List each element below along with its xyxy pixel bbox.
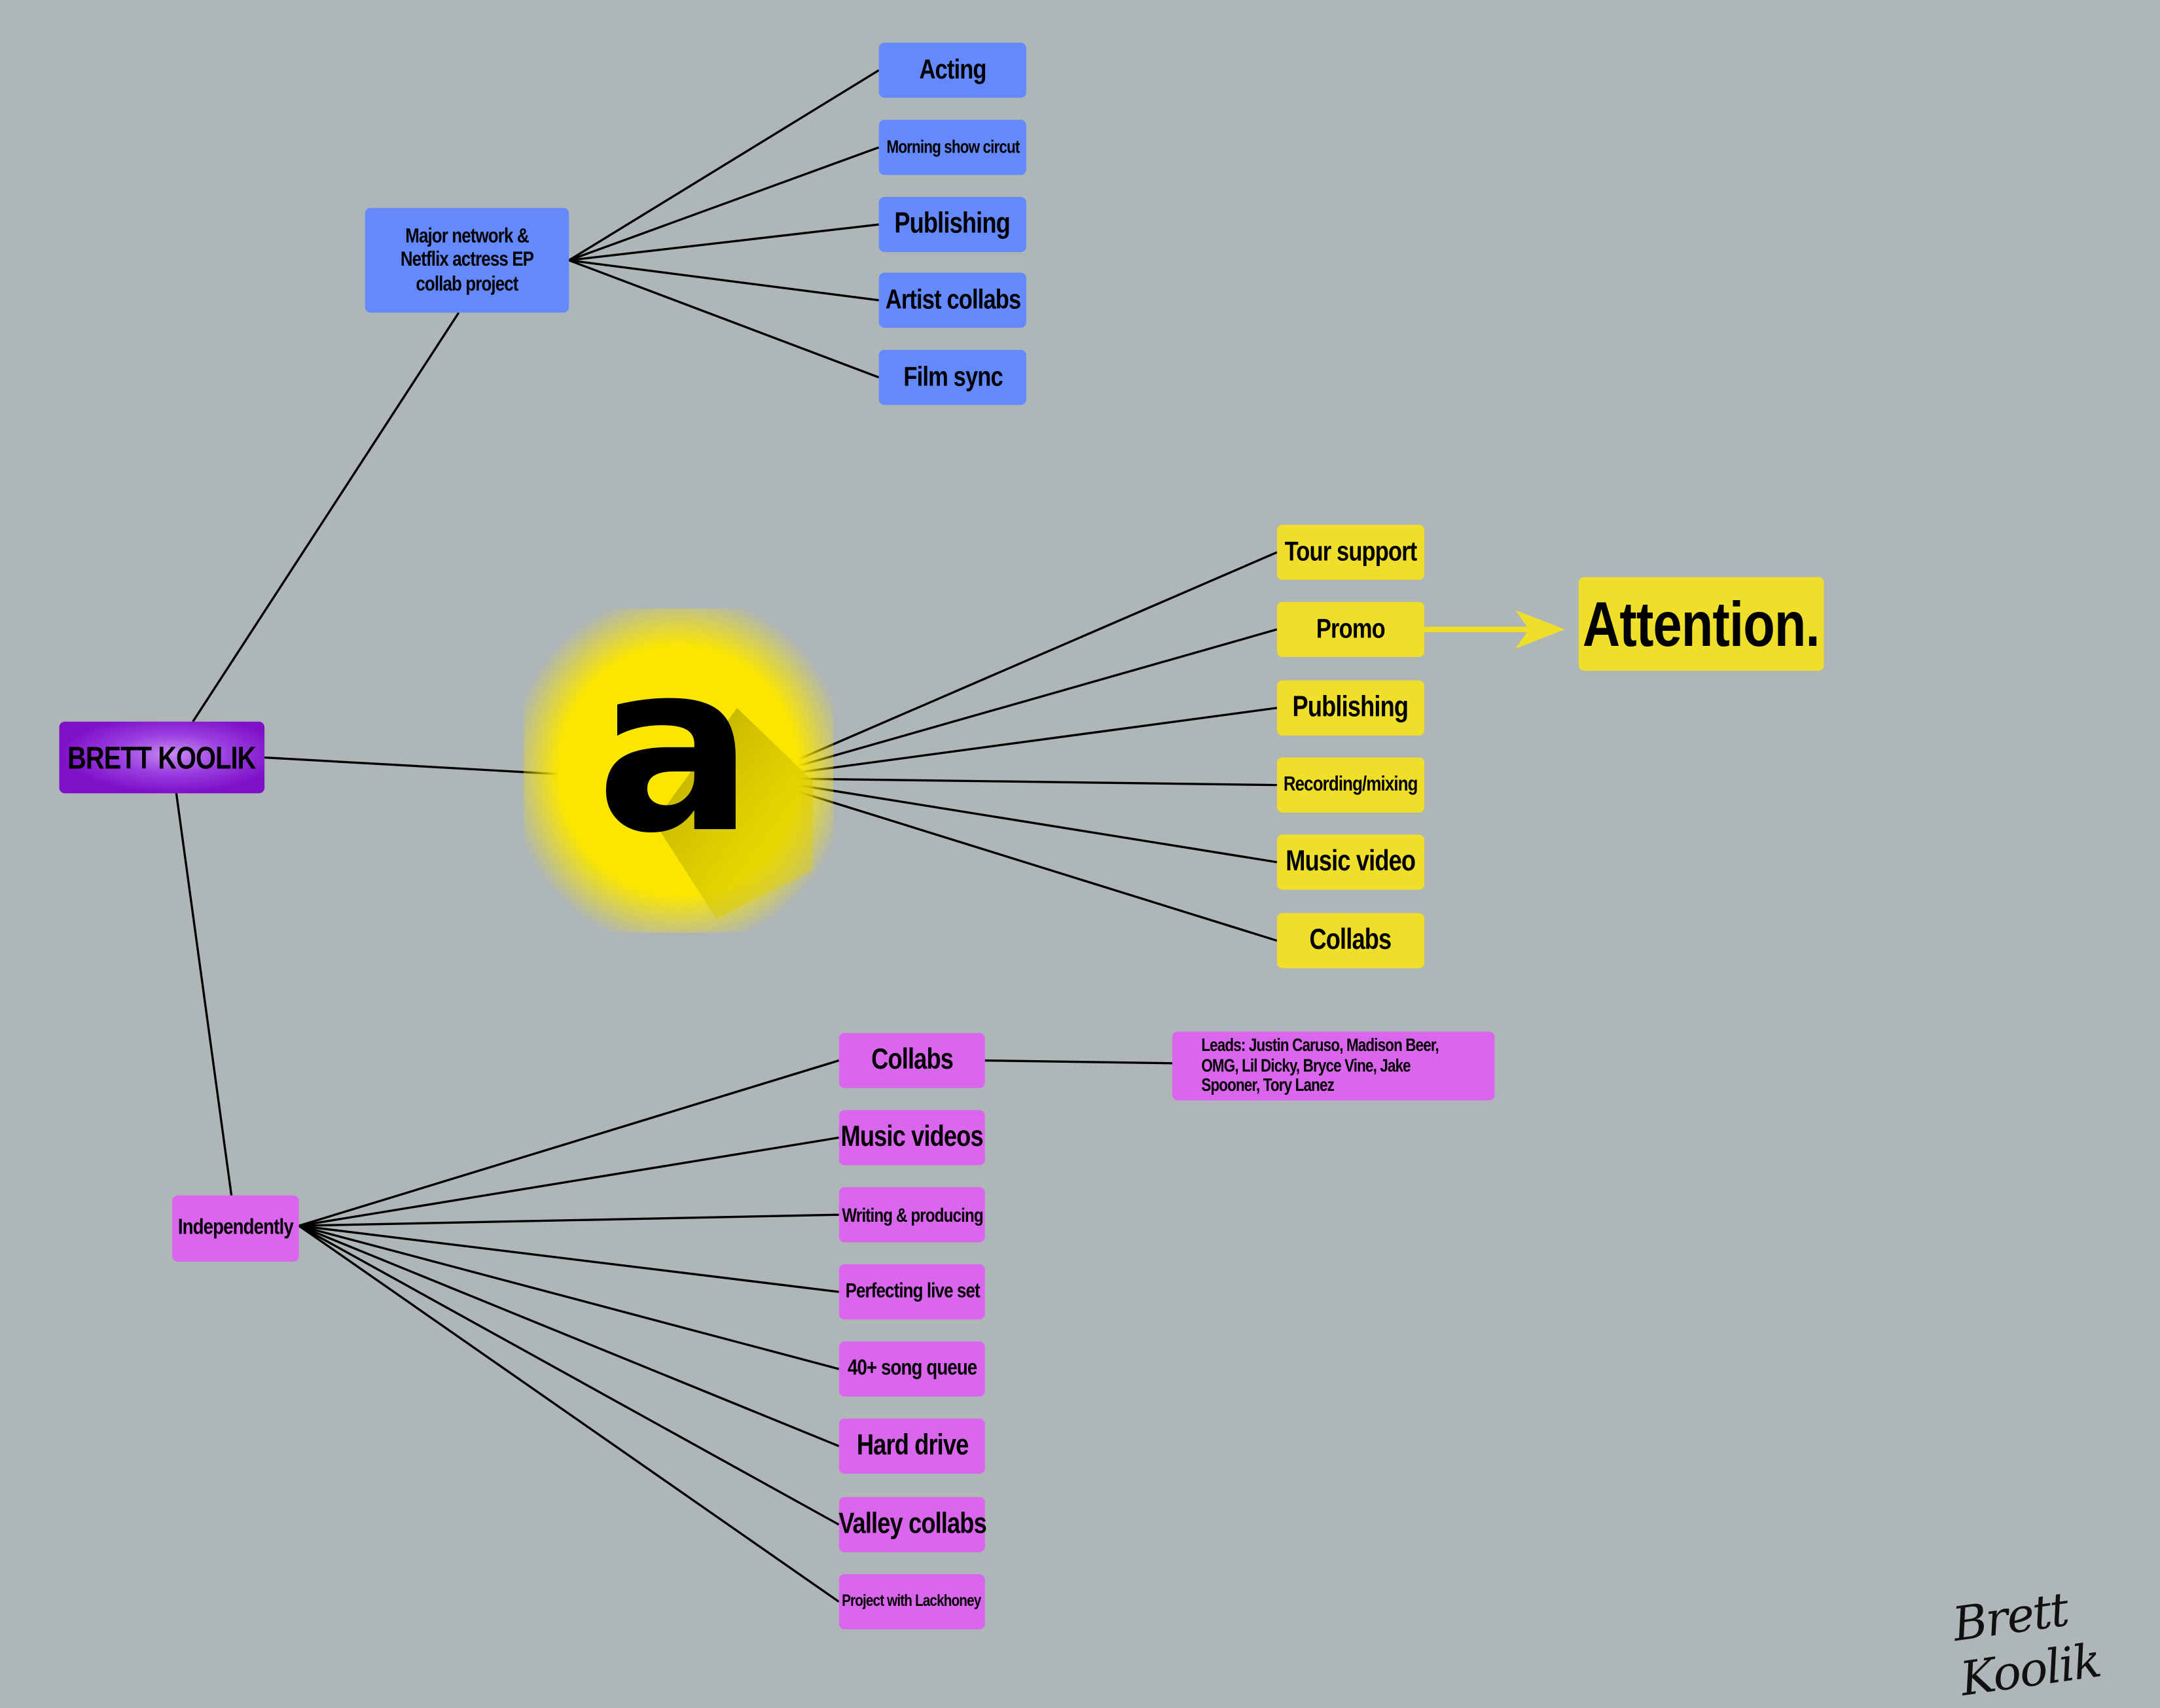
root-node[interactable]: BRETT KOOLIK [59, 721, 265, 794]
connector-independent-item [298, 1224, 840, 1603]
connector-network-item [568, 146, 880, 262]
network-item-2-label: Publishing [895, 207, 1011, 240]
connector-label-item [754, 551, 1278, 779]
logo-letter: a [596, 613, 754, 885]
connector-independent-item [298, 1059, 840, 1227]
label-item-4[interactable]: Music video [1276, 834, 1425, 890]
leads-node-label: Leads: Justin Caruso, Madison Beer, OMG,… [1201, 1033, 1439, 1096]
connector-root-label [264, 756, 558, 775]
independent-item-6-label: Valley collabs [838, 1508, 986, 1540]
connector-independent-item [298, 1136, 839, 1227]
network-item-2[interactable]: Publishing [878, 196, 1026, 253]
connector-label-item [754, 777, 1278, 942]
leads-node[interactable]: Leads: Justin Caruso, Madison Beer, OMG,… [1172, 1031, 1495, 1101]
label-item-1-label: Promo [1316, 613, 1386, 644]
network-item-0-label: Acting [919, 54, 986, 85]
arrow-head-icon [1515, 610, 1565, 649]
connector-label-item [754, 628, 1278, 779]
label-item-5-label: Collabs [1310, 924, 1392, 956]
independent-item-7-label: Project with Lackhoney [842, 1591, 982, 1610]
independent-item-7[interactable]: Project with Lackhoney [838, 1574, 985, 1629]
network-item-1-label: Morning show circut [886, 135, 1020, 156]
label-item-5[interactable]: Collabs [1276, 913, 1425, 969]
independent-item-4-label: 40+ song queue [847, 1356, 977, 1380]
label-item-2-label: Publishing [1293, 691, 1409, 723]
label-item-0-label: Tour support [1284, 536, 1418, 567]
connector-network-item [568, 259, 880, 379]
connector-independent-item [298, 1224, 839, 1293]
network-item-1[interactable]: Morning show circut [878, 120, 1026, 175]
label-item-3[interactable]: Recording/mixing [1276, 757, 1425, 813]
label-item-1[interactable]: Promo [1276, 601, 1425, 657]
independent-node-label: Independently [177, 1215, 294, 1239]
independent-item-2-label: Writing & producing [841, 1203, 983, 1226]
connector-independent-item [298, 1224, 840, 1370]
network-item-0[interactable]: Acting [878, 43, 1026, 98]
attention-node[interactable]: Attention. [1578, 577, 1824, 671]
independent-node[interactable]: Independently [172, 1195, 299, 1262]
connector-network-item [569, 223, 879, 262]
connector-independent-item [298, 1224, 840, 1448]
network-item-3[interactable]: Artist collabs [878, 272, 1026, 328]
independent-item-2[interactable]: Writing & producing [838, 1187, 985, 1243]
network-node[interactable]: Major network & Netflix actress EP colla… [365, 207, 569, 313]
connector-network-item [568, 69, 880, 262]
independent-item-5-label: Hard drive [855, 1429, 968, 1461]
network-item-4[interactable]: Film sync [878, 349, 1026, 405]
label-item-4-label: Music video [1286, 845, 1416, 878]
attention-node-label: Attention. [1583, 587, 1820, 660]
label-item-2[interactable]: Publishing [1276, 680, 1425, 736]
independent-item-0-label: Collabs [871, 1044, 954, 1076]
connector-lines [175, 69, 1565, 1603]
independent-item-1[interactable]: Music videos [838, 1110, 985, 1165]
independent-item-1-label: Music videos [840, 1120, 984, 1153]
network-item-3-label: Artist collabs [885, 284, 1020, 315]
logo-shadow [654, 707, 813, 919]
network-node-label: Major network & Netflix actress EP colla… [400, 224, 534, 296]
connector-label-item [755, 707, 1278, 779]
connector-label-item [755, 777, 1278, 864]
connector-network-item [568, 259, 879, 302]
label-logo: a [523, 609, 834, 933]
independent-item-6[interactable]: Valley collabs [838, 1497, 986, 1552]
connector-independent-item [298, 1224, 840, 1526]
independent-item-0[interactable]: Collabs [838, 1033, 985, 1088]
label-item-3-label: Recording/mixing [1284, 773, 1418, 797]
connector-collabs-leads [984, 1059, 1173, 1065]
connector-root-network [192, 311, 460, 722]
connector-independent-item [298, 1213, 839, 1227]
independent-item-3-label: Perfecting live set [844, 1279, 980, 1304]
root-node-label: BRETT KOOLIK [67, 739, 257, 775]
independent-item-3[interactable]: Perfecting live set [838, 1264, 985, 1320]
connector-label-item [755, 777, 1277, 787]
label-item-0[interactable]: Tour support [1276, 524, 1425, 580]
independent-item-5[interactable]: Hard drive [838, 1418, 985, 1474]
independent-item-4[interactable]: 40+ song queue [838, 1341, 985, 1397]
network-item-4-label: Film sync [903, 361, 1003, 392]
connector-root-independent [175, 793, 233, 1196]
